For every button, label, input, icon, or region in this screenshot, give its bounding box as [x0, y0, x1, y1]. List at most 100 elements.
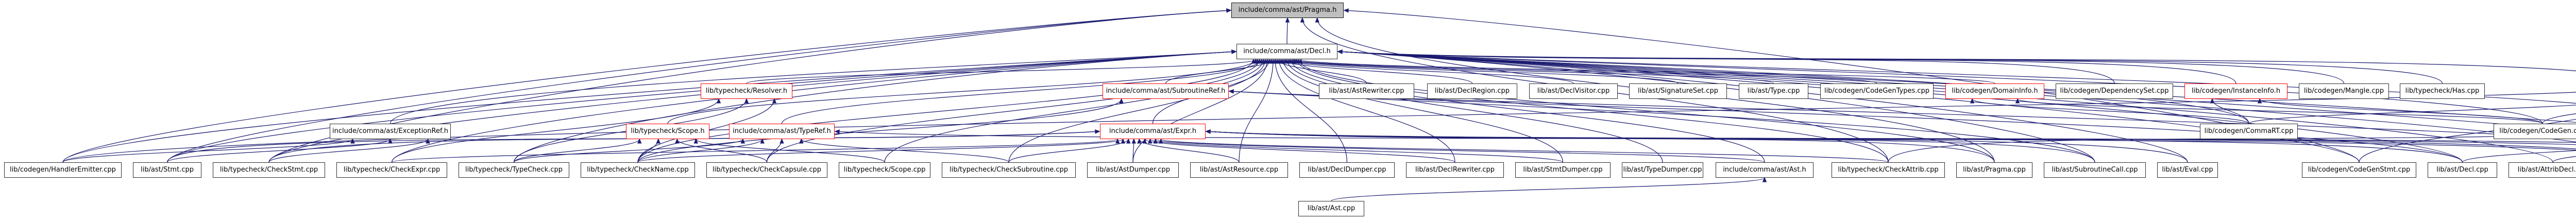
graph-node-eval_cpp[interactable]: lib/ast/Eval.cpp — [2157, 162, 2218, 178]
graph-node-checkstmt_cpp[interactable]: lib/typecheck/CheckStmt.cpp — [213, 162, 325, 178]
edge-astdumper_cpp-to-decl_h — [1132, 58, 1269, 163]
edge-checkname_cpp-to-decl_h — [637, 58, 1256, 163]
edge-attribdecl_cpp-to-attribdecl_h — [2552, 156, 2576, 163]
graph-node-astdumper_cpp[interactable]: lib/ast/AstDumper.cpp — [1087, 162, 1179, 178]
graph-node-checksubroutine_cpp[interactable]: lib/typecheck/CheckSubroutine.cpp — [942, 162, 1076, 178]
graph-node-commart_cpp[interactable]: lib/codegen/CommaRT.cpp — [2200, 124, 2298, 139]
graph-node-type_cpp[interactable]: lib/ast/Type.cpp — [1739, 83, 1808, 99]
edge-scope_cpp-to-decl_h — [884, 58, 1266, 163]
edge-typecheck_cpp-to-decl_h — [513, 49, 1237, 163]
graph-node-codegenstmt_cpp[interactable]: lib/codegen/CodeGenStmt.cpp — [2302, 162, 2416, 178]
graph-node-scope_cpp[interactable]: lib/typecheck/Scope.cpp — [839, 162, 930, 178]
graph-node-stmt_cpp[interactable]: lib/ast/Stmt.cpp — [133, 162, 201, 178]
edge-decl_cpp-to-attribdecl_h — [2462, 150, 2576, 163]
graph-node-attribdecl_cpp[interactable]: lib/ast/AttribDecl.cpp — [2509, 162, 2576, 178]
edge-checksubroutine_cpp-to-expr_h — [1008, 138, 1131, 163]
edge-checkcapsule_cpp-to-scope_h — [675, 138, 768, 163]
graph-node-has_cpp[interactable]: lib/typecheck/Has.cpp — [2400, 83, 2485, 99]
graph-node-resolver_h[interactable]: lib/typecheck/Resolver.h — [701, 83, 792, 99]
edge-astresource_cpp-to-decl_h — [1239, 58, 1276, 163]
graph-node-codegentypes_cpp[interactable]: lib/codegen/CodeGenTypes.cpp — [1820, 83, 1934, 99]
edge-typecheck_cpp-to-typeref_h — [513, 138, 745, 163]
edge-handleremitter_cpp-to-pragma_h — [62, 8, 1232, 163]
graph-node-pragma_cpp[interactable]: lib/ast/Pragma.cpp — [1956, 162, 2032, 178]
edge-codegenroutine_cpp-to-decl_h — [1337, 49, 2576, 123]
edge-checksubroutine_cpp-to-typeref_h — [799, 138, 1009, 163]
edge-stmt_cpp-to-exceptionref_h — [166, 138, 393, 163]
edge-checkagg_cpp-to-typeref_h — [834, 129, 2576, 151]
graph-node-typecheck_cpp[interactable]: lib/typecheck/TypeCheck.cpp — [459, 162, 569, 178]
edge-stmtdumper_cpp-to-decl_h — [1281, 58, 1564, 163]
edge-typedumper_cpp-to-decl_h — [1284, 58, 1663, 163]
edge-checkstmt_cpp-to-decl_h — [268, 49, 1237, 163]
graph-node-exceptionref_h[interactable]: include/comma/ast/ExceptionRef.h — [330, 124, 451, 139]
graph-node-checkexpr_cpp[interactable]: lib/typecheck/CheckExpr.cpp — [336, 162, 447, 178]
graph-node-mangle_cpp[interactable]: lib/codegen/Mangle.cpp — [2299, 83, 2389, 99]
edge-checkcapsule_cpp-to-decl_h — [766, 58, 1262, 163]
edge-checkname_cpp-to-expr_h — [637, 138, 1125, 163]
edge-stmt_cpp-to-pragma_h — [166, 8, 1232, 163]
edge-scope_cpp-to-scope_h — [693, 138, 885, 163]
edge-checkname_cpp-to-scope_h — [637, 138, 661, 163]
graph-node-stmtdumper_cpp[interactable]: lib/ast/StmtDumper.cpp — [1515, 162, 1611, 178]
graph-node-declvisitor_cpp[interactable]: lib/ast/DeclVisitor.cpp — [1529, 83, 1618, 99]
edge-codegentypes_cpp-to-decl_h — [1293, 58, 1877, 84]
edge-attribdecl_h-to-decl_h — [1337, 49, 2576, 104]
graph-node-decldumper_cpp[interactable]: lib/ast/DeclDumper.cpp — [1299, 162, 1395, 178]
graph-node-handleremitter_cpp[interactable]: lib/codegen/HandlerEmitter.cpp — [4, 162, 122, 178]
edge-checkattrib_cpp-to-decl_h — [1294, 58, 1889, 163]
edge-checkcapsule_cpp-to-typeref_h — [766, 138, 784, 163]
graph-node-pragma_h[interactable]: include/comma/ast/Pragma.h — [1231, 3, 1344, 18]
edge-handleremitter_cpp-to-decl_h — [62, 49, 1237, 163]
edge-subroutinecall_cpp-to-decl_h — [1337, 49, 2095, 163]
edge-signatureset_cpp-to-decl_h — [1286, 58, 1679, 84]
edge-codegen_cpp-to-srinfo_h — [2542, 113, 2576, 124]
graph-node-decl_cpp[interactable]: lib/ast/Decl.cpp — [2428, 162, 2497, 178]
graph-node-decl_h[interactable]: include/comma/ast/Decl.h — [1236, 44, 1337, 59]
edge-stmt_cpp-to-decl_h — [166, 49, 1237, 163]
edge-stmtdumper_cpp-to-expr_h — [1148, 138, 1564, 163]
edge-checksubroutine_cpp-to-decl_h — [1008, 58, 1268, 163]
edge-checkstmt_cpp-to-exceptionref_h — [268, 138, 430, 163]
edge-checkstmt_cpp-to-expr_h — [268, 129, 1100, 163]
graph-node-expr_h[interactable]: include/comma/ast/Expr.h — [1100, 124, 1206, 139]
edge-decldumper_cpp-to-decl_h — [1273, 58, 1348, 163]
graph-node-declrewriter_cpp[interactable]: lib/ast/DeclRewriter.cpp — [1406, 162, 1504, 178]
graph-node-signatureset_cpp[interactable]: lib/ast/SignatureSet.cpp — [1629, 83, 1727, 99]
graph-node-ast_h[interactable]: include/comma/ast/Ast.h — [1716, 162, 1814, 178]
graph-node-dependencyset_cpp[interactable]: lib/codegen/DependencySet.cpp — [2056, 83, 2173, 99]
graph-node-typedumper_cpp[interactable]: lib/ast/TypeDumper.cpp — [1622, 162, 1703, 178]
graph-node-checkcapsule_cpp[interactable]: lib/typecheck/CheckCapsule.cpp — [706, 162, 827, 178]
edge-domaininfo_h-to-decl_h — [1299, 58, 1995, 84]
graph-node-checkattrib_cpp[interactable]: lib/typecheck/CheckAttrib.cpp — [1832, 162, 1945, 178]
graph-node-subroutinecall_cpp[interactable]: lib/ast/SubroutineCall.cpp — [2044, 162, 2146, 178]
edge-srinfo_h-to-decl_h — [1337, 49, 2576, 72]
graph-node-domaininfo_h[interactable]: lib/codegen/DomainInfo.h — [1945, 83, 2044, 99]
graph-node-declregion_cpp[interactable]: lib/ast/DeclRegion.cpp — [1427, 83, 1517, 99]
graph-node-scope_h[interactable]: lib/typecheck/Scope.h — [626, 124, 709, 139]
graph-node-checkname_cpp[interactable]: lib/typecheck/CheckName.cpp — [581, 162, 695, 178]
edge-commart_cpp-to-srinfo_h — [2248, 105, 2576, 124]
edge-attribdecl_cpp-to-decl_h — [1337, 49, 2553, 163]
edge-exceptionref_h-to-decl_h — [389, 49, 1237, 124]
graph-node-instanceinfo_h[interactable]: lib/codegen/InstanceInfo.h — [2184, 83, 2287, 99]
edge-codegen_cpp-to-instanceinfo_h — [2257, 98, 2543, 124]
edge-ast_cpp-to-ast_h — [1331, 177, 1767, 201]
edge-checkname_cpp-to-typeref_h — [637, 138, 765, 163]
graph-node-codegen_cpp[interactable]: lib/codegen/CodeGen.cpp — [2494, 124, 2576, 139]
edge-codegenstmt_cpp-to-pragma_h — [1343, 8, 2360, 163]
edge-codegen_cpp-to-domaininfo_h — [2015, 98, 2543, 124]
edge-checkexpr_cpp-to-expr_h — [391, 138, 1120, 163]
edge-ast_h-to-decl_h — [1289, 58, 1765, 163]
graph-node-subroutineref_h[interactable]: include/comma/ast/SubroutineRef.h — [1103, 83, 1229, 99]
graph-node-ast_cpp[interactable]: lib/ast/Ast.cpp — [1298, 201, 1364, 216]
graph-node-astrewriter_cpp[interactable]: lib/ast/AstRewriter.cpp — [1319, 83, 1414, 99]
edge-checkname_cpp-to-subroutineref_h — [637, 98, 1124, 163]
graph-node-astresource_cpp[interactable]: lib/ast/AstResource.cpp — [1190, 162, 1288, 178]
graph-node-typeref_h[interactable]: include/comma/ast/TypeRef.h — [729, 124, 835, 139]
edge-codegen_cpp-to-decl_h — [1337, 49, 2543, 124]
edges-group — [62, 8, 2576, 201]
edge-pragma_cpp-to-decl_h — [1296, 58, 1995, 163]
